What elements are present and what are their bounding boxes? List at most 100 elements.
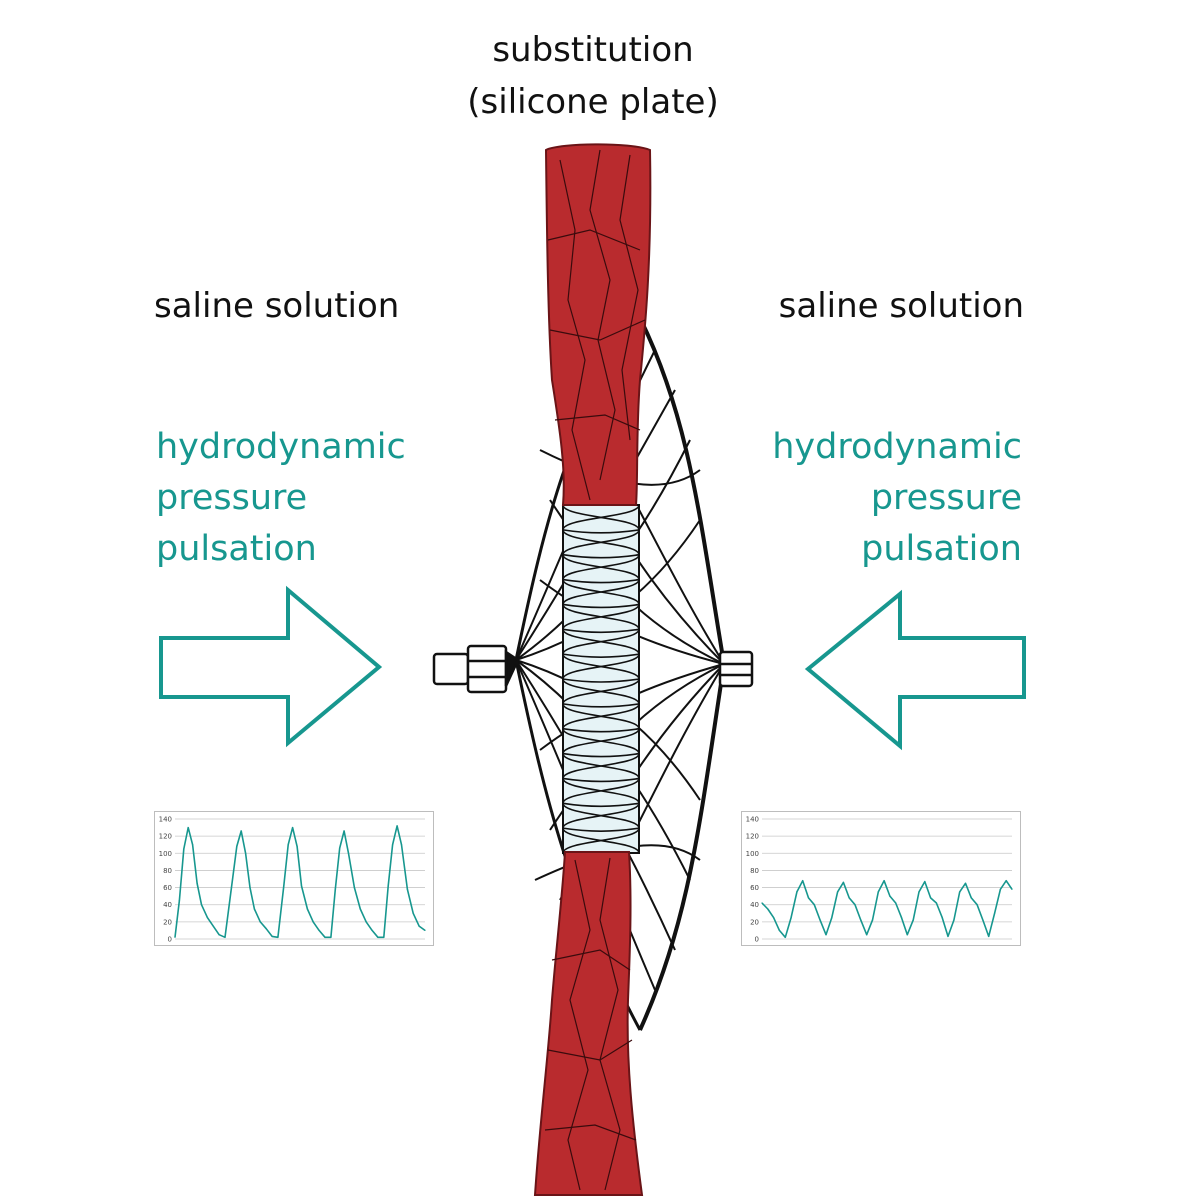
pressure-data-point [976, 904, 978, 906]
pressure-data-point [796, 891, 798, 893]
pressure-data-point [988, 935, 990, 937]
pressure-data-point [860, 919, 862, 921]
mesh-ring [562, 727, 640, 733]
pressure-data-point [877, 891, 879, 893]
mesh-ring [562, 802, 640, 808]
hex-nut-left [432, 644, 520, 694]
pressure-data-point [283, 885, 285, 887]
vessel-lower [533, 851, 644, 1196]
pressure-data-point [424, 929, 426, 931]
pressure-data-point [236, 845, 238, 847]
pressure-data-point [947, 935, 949, 937]
y-tick-label: 80 [750, 867, 759, 875]
pressure-data-point [183, 848, 185, 850]
pressure-data-point [249, 887, 251, 889]
vessel-upper [544, 143, 652, 506]
y-tick-label: 0 [168, 936, 172, 944]
pressure-data-point [1005, 880, 1007, 882]
pressure-data-point [930, 897, 932, 899]
pressure-data-point [900, 917, 903, 919]
y-tick-label: 140 [746, 816, 759, 824]
pressure-data-point [831, 917, 833, 919]
y-tick-label: 120 [159, 833, 172, 841]
pressure-data-point [312, 921, 314, 923]
mesh-ring [562, 529, 640, 534]
mesh-ring [562, 628, 640, 634]
pressure-label-right-line-1: hydrodynamic [772, 427, 1022, 467]
pressure-data-point [196, 882, 198, 884]
pressure-data-point [218, 934, 220, 936]
y-tick-label: 120 [746, 833, 759, 841]
pressure-data-point [192, 844, 194, 846]
pressure-data-point [187, 827, 189, 829]
pressure-data-point [271, 935, 273, 937]
inner-mesh [562, 504, 640, 854]
pressure-data-point [418, 925, 420, 927]
y-tick-label: 40 [750, 901, 759, 909]
mesh-ring [562, 578, 640, 584]
pressure-data-point [259, 921, 261, 923]
pressure-label-right-line-2: pressure [870, 478, 1022, 518]
pressure-data-point [994, 912, 996, 914]
pressure-label-left: hydrodynamic pressure pulsation [156, 422, 406, 575]
diagram-title-line-2: (silicone plate) [467, 82, 719, 122]
pressure-data-point [964, 882, 967, 884]
pressure-data-point [371, 929, 373, 931]
saline-label-right: saline solution [778, 286, 1024, 326]
mesh-ring [562, 553, 640, 559]
y-tick-label: 20 [163, 918, 172, 926]
mesh-ring [562, 678, 640, 683]
y-tick-label: 100 [159, 850, 172, 858]
pressure-data-point [206, 917, 208, 919]
pressure-data-point [353, 887, 355, 889]
pressure-data-point [334, 888, 336, 890]
pressure-data-point [377, 936, 379, 938]
y-tick-label: 60 [163, 884, 172, 892]
pressure-data-point [178, 899, 180, 901]
pressure-data-point [912, 919, 914, 921]
pressure-data-point [365, 921, 367, 923]
pressure-data-point [400, 844, 403, 846]
pressure-data-point [392, 844, 394, 846]
pressure-data-point [245, 852, 247, 854]
y-tick-label: 140 [159, 816, 172, 824]
pressure-series-line [174, 825, 426, 939]
pressure-data-point [174, 936, 176, 938]
pressure-data-point [306, 908, 308, 910]
pressure-data-point [212, 925, 214, 927]
pressure-data-point [277, 936, 279, 938]
pressure-data-point [778, 929, 780, 931]
pressure-data-point [265, 928, 267, 930]
pressure-data-point [396, 825, 398, 827]
y-tick-label: 100 [746, 850, 759, 858]
pressure-data-point [224, 936, 226, 938]
mesh-ring [562, 653, 640, 658]
pressure-data-point [324, 936, 326, 938]
pressure-data-point [1011, 888, 1013, 890]
pressure-label-left-line-2: pressure [156, 478, 308, 518]
pressure-label-right: hydrodynamic pressure pulsation [772, 422, 1022, 575]
pressure-data-point [230, 891, 232, 893]
mesh-ring [562, 752, 640, 758]
y-tick-label: 0 [755, 936, 759, 944]
pressure-data-point [848, 897, 850, 899]
pressure-data-point [953, 919, 955, 921]
pressure-data-point [253, 908, 255, 910]
pressure-data-point [889, 895, 891, 897]
pressure-data-point [240, 830, 242, 832]
pressure-data-point [359, 908, 361, 910]
y-tick-label: 40 [163, 901, 172, 909]
pressure-data-point [819, 919, 821, 921]
pressure-arrow-left-pointing [804, 589, 1026, 751]
pressure-data-point [296, 845, 298, 847]
pressure-label-left-line-3: pulsation [156, 529, 317, 569]
pressure-data-point [854, 904, 856, 906]
pressure-data-point [842, 881, 844, 883]
pressure-data-point [935, 902, 937, 904]
pressure-data-point [883, 880, 885, 882]
pressure-data-point [802, 880, 804, 882]
pressure-data-point [837, 891, 839, 893]
